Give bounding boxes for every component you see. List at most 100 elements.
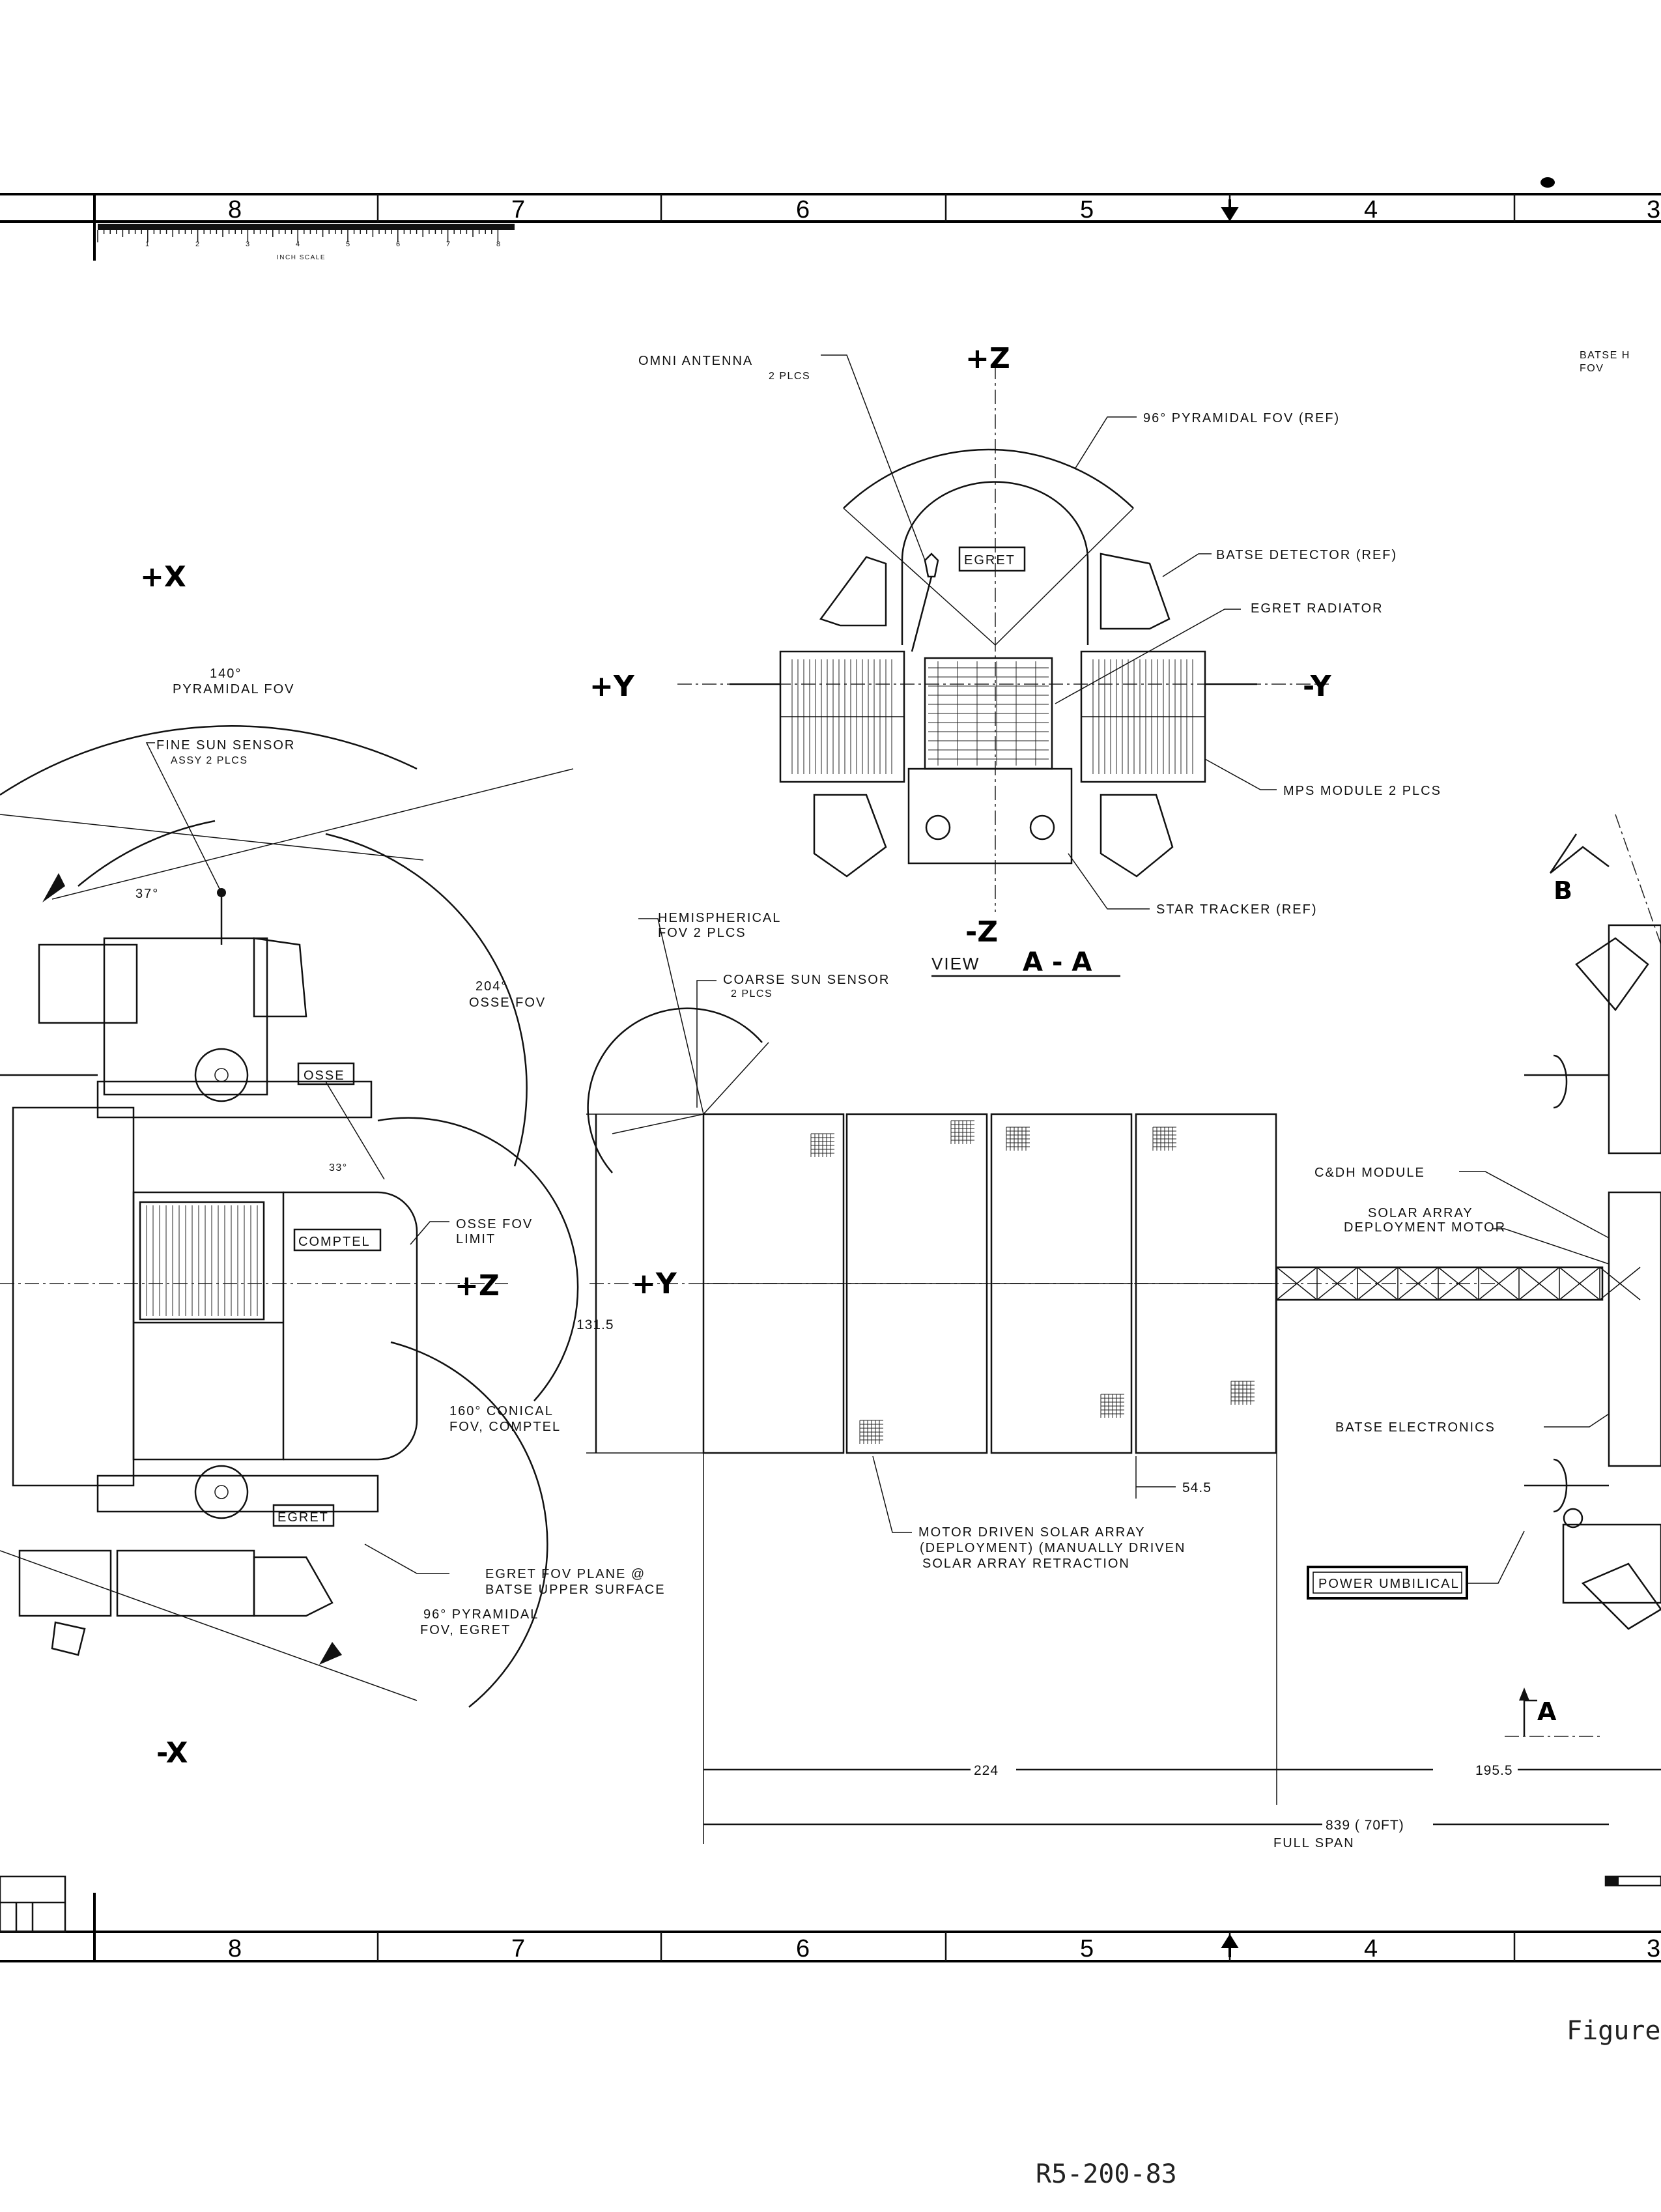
osse-204-value: 204° xyxy=(476,979,507,994)
zone-top-6: 6 xyxy=(796,196,810,223)
view-name: A - A xyxy=(1023,947,1092,977)
osse-box xyxy=(297,1062,355,1085)
motor-driven-label: MOTOR DRIVEN SOLAR ARRAY xyxy=(918,1525,1145,1540)
egret-label-aa: EGRET xyxy=(964,553,1015,567)
zone-top-8: 8 xyxy=(228,196,242,223)
zone-bottom-5: 5 xyxy=(1080,1935,1094,1962)
solar-motor-text: DEPLOYMENT MOTOR xyxy=(1344,1220,1506,1235)
dim-545: 54.5 xyxy=(1182,1480,1212,1495)
osse-limit-label: OSSE FOV xyxy=(456,1217,533,1231)
zone-bottom-8: 8 xyxy=(228,1935,242,1962)
figure-caption: Figure xyxy=(1567,2016,1661,2046)
comptel-box-label: COMPTEL xyxy=(298,1235,371,1249)
zone-bottom-6: 6 xyxy=(796,1935,810,1962)
egret-box-left-label: EGRET xyxy=(277,1510,329,1525)
fov-140-value: 140° xyxy=(210,667,242,681)
full-span-label: FULL SPAN xyxy=(1273,1836,1355,1850)
center-arrow-bottom xyxy=(1221,1934,1239,1957)
batse-detector-label: BATSE DETECTOR (REF) xyxy=(1216,548,1397,562)
omni-antenna-plcs: 2 PLCS xyxy=(769,371,810,382)
axis-ny-aa: -Y xyxy=(1303,670,1332,703)
osse-204-label: OSSE FOV xyxy=(469,996,546,1010)
conical-fov-label: 160° CONICAL xyxy=(449,1404,554,1418)
zone-bottom-3: 3 xyxy=(1647,1935,1660,1962)
zone-bottom-7: 7 xyxy=(511,1935,525,1962)
axis-pz-left: +Z xyxy=(455,1269,500,1302)
angle-33: 33° xyxy=(329,1162,348,1173)
view-label: VIEW xyxy=(931,954,980,973)
hemi-fov-plcs: FOV 2 PLCS xyxy=(658,926,746,940)
omni-antenna-label: OMNI ANTENNA xyxy=(638,354,753,368)
osse-box-label: OSSE xyxy=(304,1069,345,1083)
comptel-body xyxy=(132,1191,285,1461)
osse-limit-text: LIMIT xyxy=(456,1232,496,1246)
dim-224: 224 xyxy=(974,1763,999,1778)
zone-top-5: 5 xyxy=(1080,196,1094,223)
zone-top-7: 7 xyxy=(511,196,525,223)
fine-sun-assy: ASSY 2 PLCS xyxy=(171,755,248,766)
inch-scale: 1 2 3 4 5 6 7 8 INCH SCALE xyxy=(97,223,515,261)
power-umbilical-label: POWER UMBILICAL xyxy=(1318,1577,1460,1591)
right-view: POWER UMBILICAL A BATSE H FOV B C&DH MOD… xyxy=(1307,350,1661,1887)
comptel-box xyxy=(293,1228,382,1252)
section-a-marker: A xyxy=(1537,1697,1557,1726)
axis-nx-left: -X xyxy=(156,1736,188,1770)
scale-caption: INCH SCALE xyxy=(277,254,326,261)
star-tracker-label: STAR TRACKER (REF) xyxy=(1156,902,1318,917)
scale-tick-3: 3 xyxy=(246,240,251,248)
fov-140-label: PYRAMIDAL FOV xyxy=(173,682,295,697)
center-arrow-top xyxy=(1221,199,1239,222)
dim-height: 131.5 xyxy=(576,1317,614,1332)
ink-blot xyxy=(1540,177,1555,188)
fine-sun-label: FINE SUN SENSOR xyxy=(156,738,295,753)
egret-box-left xyxy=(272,1504,335,1527)
batse-electronics-label: BATSE ELECTRONICS xyxy=(1335,1420,1496,1435)
document-number: R5-200-83 xyxy=(1036,2159,1177,2189)
footer: Figure R5-200-83 xyxy=(1036,2016,1661,2189)
egret-96-text: FOV, EGRET xyxy=(420,1623,511,1637)
solar-motor-label: SOLAR ARRAY xyxy=(1368,1206,1473,1220)
mps-module-label: MPS MODULE 2 PLCS xyxy=(1283,784,1441,798)
top-zone-strip: 8 7 6 5 4 3 xyxy=(0,177,1661,261)
coarse-sun-label: COARSE SUN SENSOR xyxy=(723,973,890,987)
scale-tick-2: 2 xyxy=(195,240,201,248)
left-view: OSSE COMPTEL EGRET +X -X +Z 140° PYRAMID… xyxy=(0,560,666,1770)
egret-box-aa xyxy=(958,546,1026,572)
axis-pz-aa: +Z xyxy=(965,342,1010,375)
coarse-sun-plcs: 2 PLCS xyxy=(731,988,773,999)
pyramidal-fov-label: 96° PYRAMIDAL FOV (REF) xyxy=(1143,411,1340,425)
egret-plane-text: BATSE UPPER SURFACE xyxy=(485,1583,666,1597)
cdh-module-label: C&DH MODULE xyxy=(1314,1166,1425,1180)
motor-driven-deploy: (DEPLOYMENT) (MANUALLY DRIVEN xyxy=(920,1541,1185,1555)
scale-tick-5: 5 xyxy=(346,240,351,248)
axis-py-center: +Y xyxy=(632,1267,677,1300)
egret-96-label: 96° PYRAMIDAL xyxy=(423,1607,539,1622)
egret-plane-label: EGRET FOV PLANE @ xyxy=(485,1567,646,1581)
zone-bottom-4: 4 xyxy=(1364,1935,1378,1962)
batse-fov-label: BATSE H xyxy=(1580,350,1630,361)
power-umbilical-box xyxy=(1307,1566,1468,1600)
batse-fov-text: FOV xyxy=(1580,363,1604,374)
scale-tick-7: 7 xyxy=(446,240,451,248)
scale-tick-8: 8 xyxy=(496,240,502,248)
dim-839: 839 ( 70FT) xyxy=(1326,1818,1404,1833)
scale-tick-1: 1 xyxy=(145,240,150,248)
conical-fov-text: FOV, COMPTEL xyxy=(449,1420,561,1434)
view-aa: EGRET +Z -Z +Y -Y OMNI ANTENN xyxy=(589,342,1441,977)
angle-37: 37° xyxy=(135,887,159,901)
scale-tick-6: 6 xyxy=(396,240,401,248)
section-b-marker: B xyxy=(1554,876,1572,905)
hemi-fov-label: HEMISPHERICAL xyxy=(658,911,781,925)
axis-px-left: +X xyxy=(140,560,186,594)
center-view: 131.5 54.5 224 195.5 839 ( 70FT) FULL SP… xyxy=(576,911,1661,1850)
egret-radiator-label: EGRET RADIATOR xyxy=(1251,601,1384,616)
zone-top-3: 3 xyxy=(1647,196,1660,223)
axis-nz-aa: -Z xyxy=(965,915,998,949)
zone-top-4: 4 xyxy=(1364,196,1378,223)
axis-py-aa: +Y xyxy=(589,670,635,703)
motor-driven-retract: SOLAR ARRAY RETRACTION xyxy=(922,1557,1130,1571)
bottom-zone-strip: 8 7 6 5 4 3 xyxy=(0,1875,1661,1962)
dim-1955: 195.5 xyxy=(1475,1763,1513,1778)
scale-tick-4: 4 xyxy=(296,240,301,248)
